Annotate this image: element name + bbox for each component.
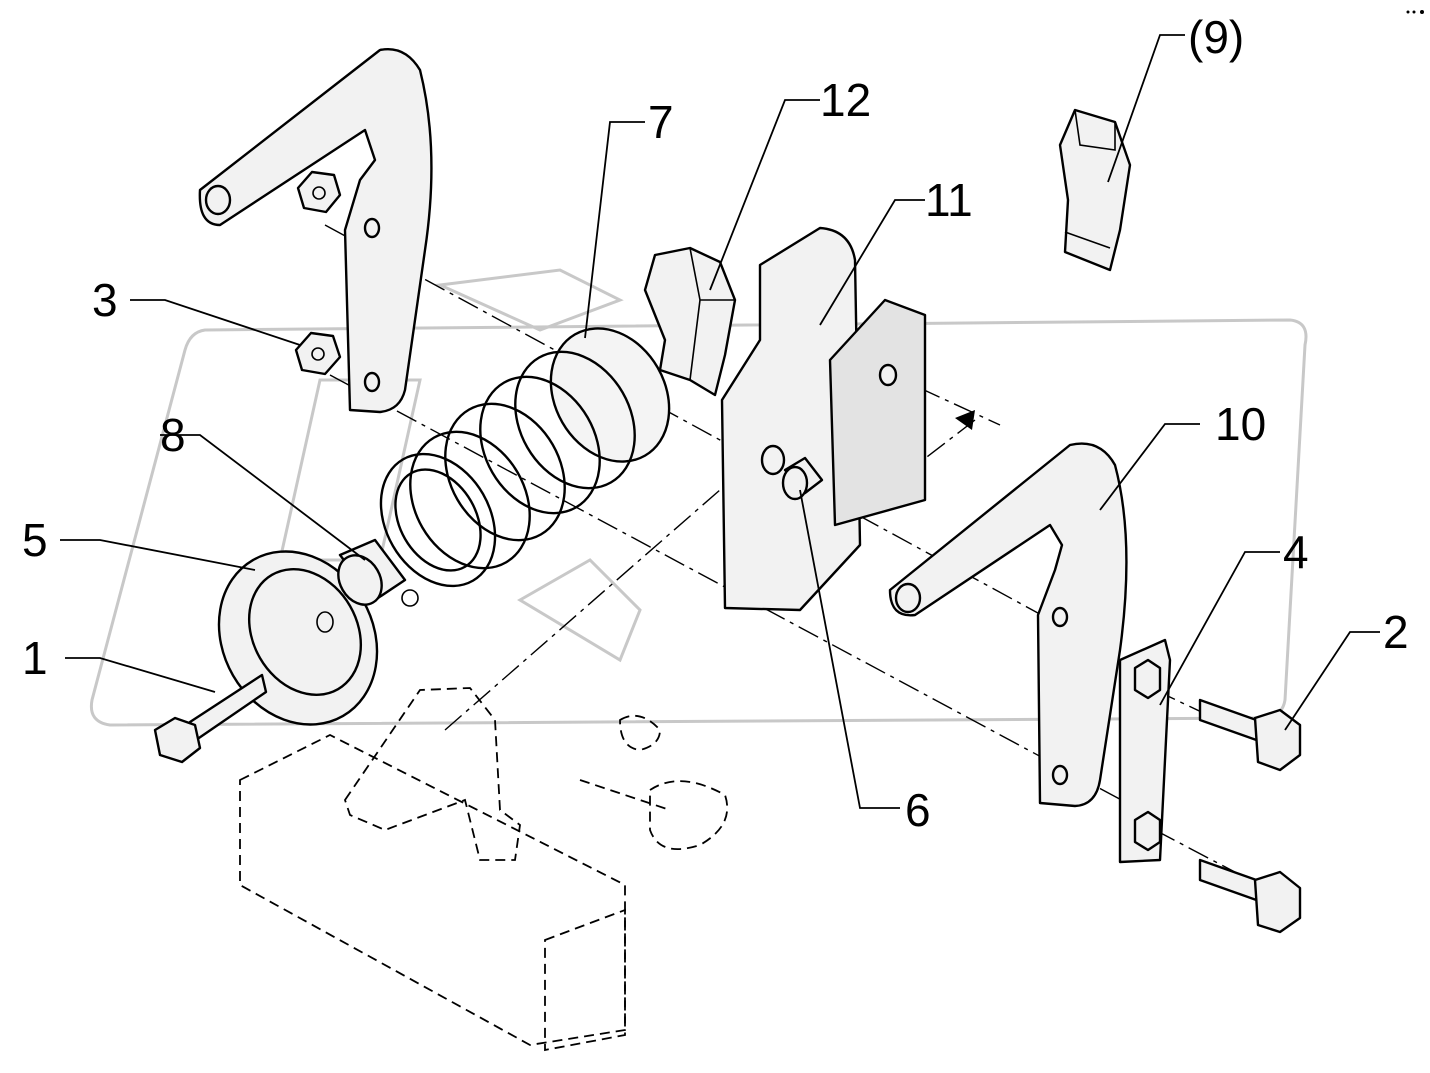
callouts: 1 2 3 4 5 6 7 8 xyxy=(22,11,1409,836)
callout-2-label: 2 xyxy=(1383,606,1409,658)
callout-3-label: 3 xyxy=(92,274,118,326)
reference-housing xyxy=(239,687,729,1052)
callout-7: 7 xyxy=(584,96,674,339)
callout-1: 1 xyxy=(22,632,216,693)
spring-pin xyxy=(337,538,419,607)
callout-7-label: 7 xyxy=(648,96,674,148)
callout-6: 6 xyxy=(799,489,931,836)
bolt-upper xyxy=(1198,698,1302,772)
nut-upper xyxy=(296,170,342,214)
callout-9: (9) xyxy=(1107,11,1244,183)
callout-9-label: (9) xyxy=(1188,11,1244,63)
bushing xyxy=(781,456,824,501)
nut-lower xyxy=(294,331,342,376)
callout-5: 5 xyxy=(22,514,256,571)
callout-8-label: 8 xyxy=(160,409,186,461)
callout-1-label: 1 xyxy=(22,632,48,684)
callout-8: 8 xyxy=(160,409,366,561)
coil-spring xyxy=(379,327,671,588)
assembly-arrow-icon xyxy=(955,410,975,430)
callout-12: 12 xyxy=(709,74,871,291)
left-bracket xyxy=(198,48,433,414)
nut-plate xyxy=(1118,638,1172,864)
tension-plate xyxy=(720,226,927,612)
right-bracket xyxy=(888,442,1128,808)
callout-2: 2 xyxy=(1284,606,1409,731)
callout-12-label: 12 xyxy=(820,74,871,126)
callout-11-label: 11 xyxy=(925,174,973,226)
bolt-long xyxy=(153,673,268,764)
callout-3: 3 xyxy=(92,274,301,346)
corner-marks xyxy=(1406,10,1424,14)
callout-5-label: 5 xyxy=(22,514,48,566)
spring-clip xyxy=(1058,108,1132,272)
callout-6-label: 6 xyxy=(905,784,931,836)
callout-4-label: 4 xyxy=(1283,526,1309,578)
callout-4: 4 xyxy=(1159,526,1309,706)
bolt-lower xyxy=(1198,858,1302,934)
callout-10-label: 10 xyxy=(1215,398,1266,450)
callout-10: 10 xyxy=(1099,398,1266,511)
callout-11: 11 xyxy=(819,174,973,326)
